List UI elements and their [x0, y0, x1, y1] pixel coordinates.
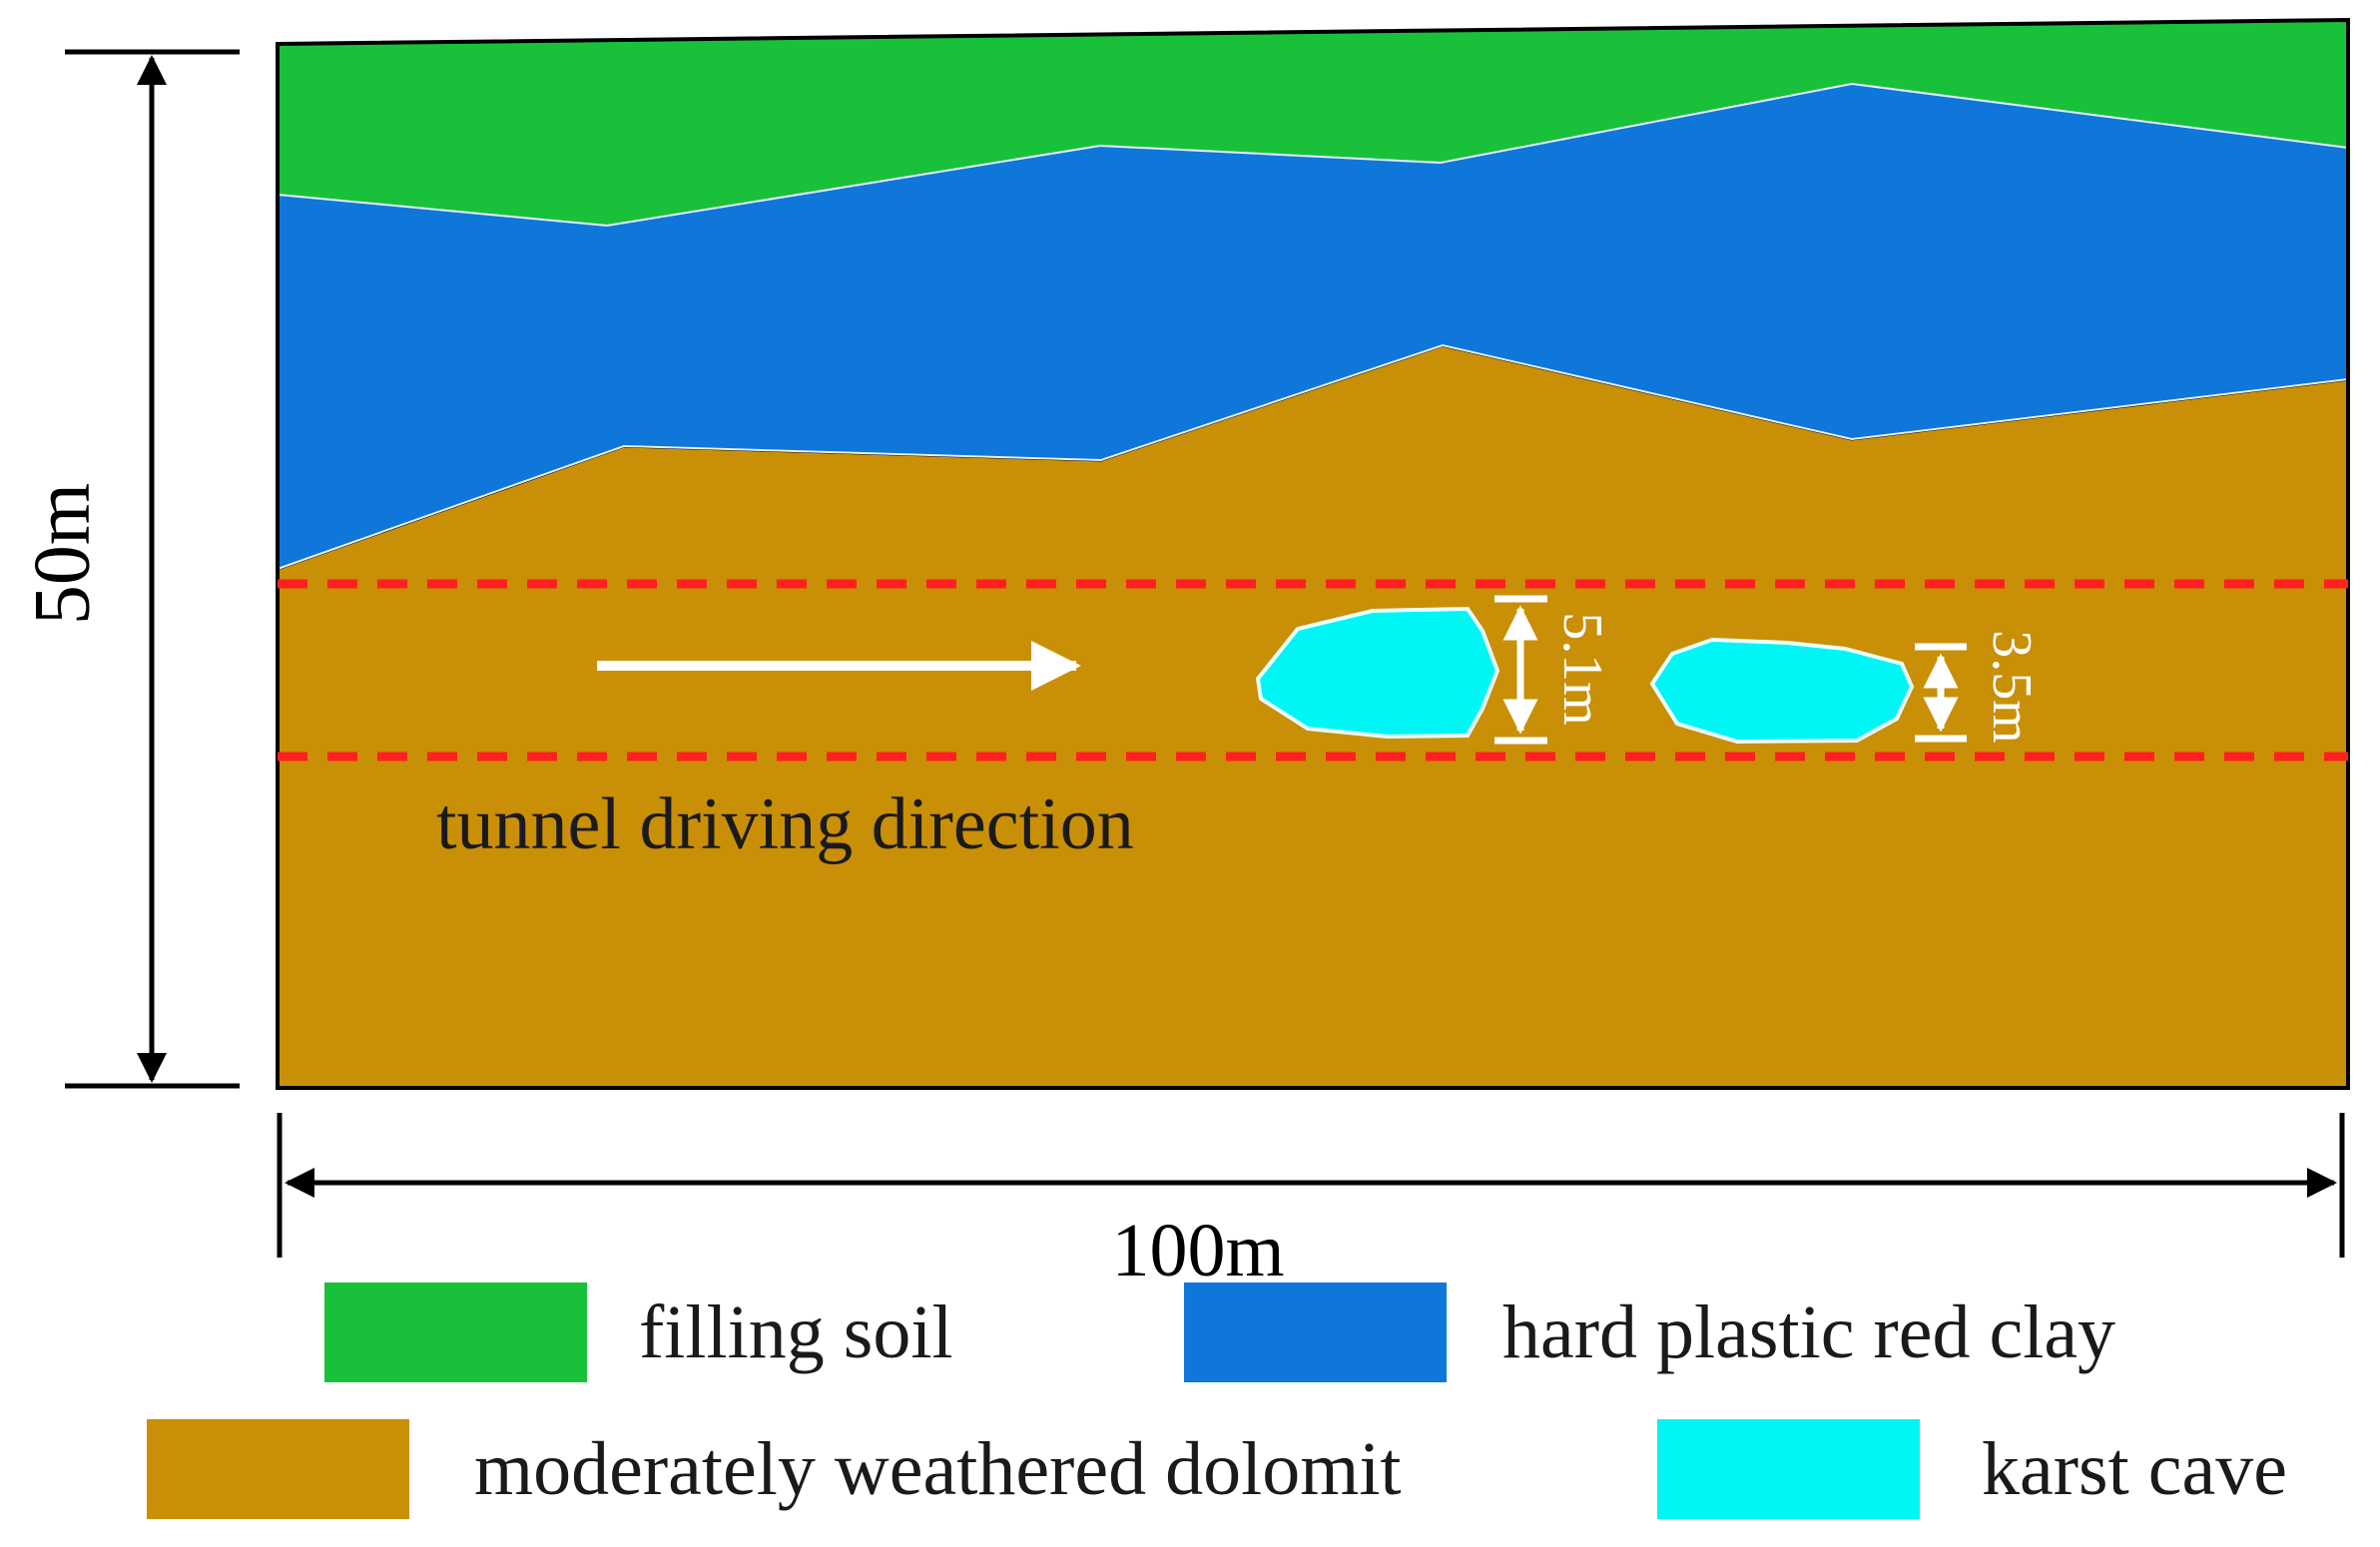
karst-cave-1 — [1255, 606, 1500, 740]
strata — [276, 17, 2350, 1090]
legend-swatch-karst-cave — [1657, 1419, 1920, 1519]
section-outline — [276, 17, 2350, 1090]
legend-label-moderately-weathered-dolomit: moderately weathered dolomit — [474, 1427, 1402, 1511]
cave-2-height-label: 3.5m — [1981, 630, 2043, 744]
legend-label-filling-soil: filling soil — [639, 1290, 953, 1374]
legend-swatch-filling-soil — [324, 1283, 587, 1382]
width-dimension — [277, 1113, 2345, 1258]
cave-1-height-marker — [1494, 595, 1547, 745]
layer-boundary-top — [277, 82, 2349, 228]
legend-label-karst-cave: karst cave — [1982, 1427, 2287, 1511]
height-dimension — [65, 49, 240, 1089]
karst-cave-2 — [1649, 637, 1915, 745]
layer-hard-plastic-red-clay — [278, 84, 2348, 569]
layer-boundary-bottom — [277, 343, 2349, 570]
direction-label: tunnel driving direction — [436, 783, 1134, 865]
layer-filling-soil — [278, 20, 2348, 226]
legend-swatch-moderately-weathered-dolomit — [147, 1419, 409, 1519]
cave-1-height-label: 5.1m — [1551, 612, 1613, 726]
legend-label-hard-plastic-red-clay: hard plastic red clay — [1502, 1290, 2115, 1374]
cave-2-height-marker — [1915, 643, 1967, 743]
width-dimension-label: 100m — [1111, 1209, 1284, 1292]
legend-swatch-hard-plastic-red-clay — [1184, 1283, 1447, 1382]
height-dimension-label: 50m — [18, 483, 106, 625]
legend: filling soil hard plastic red clay moder… — [147, 1283, 2287, 1519]
